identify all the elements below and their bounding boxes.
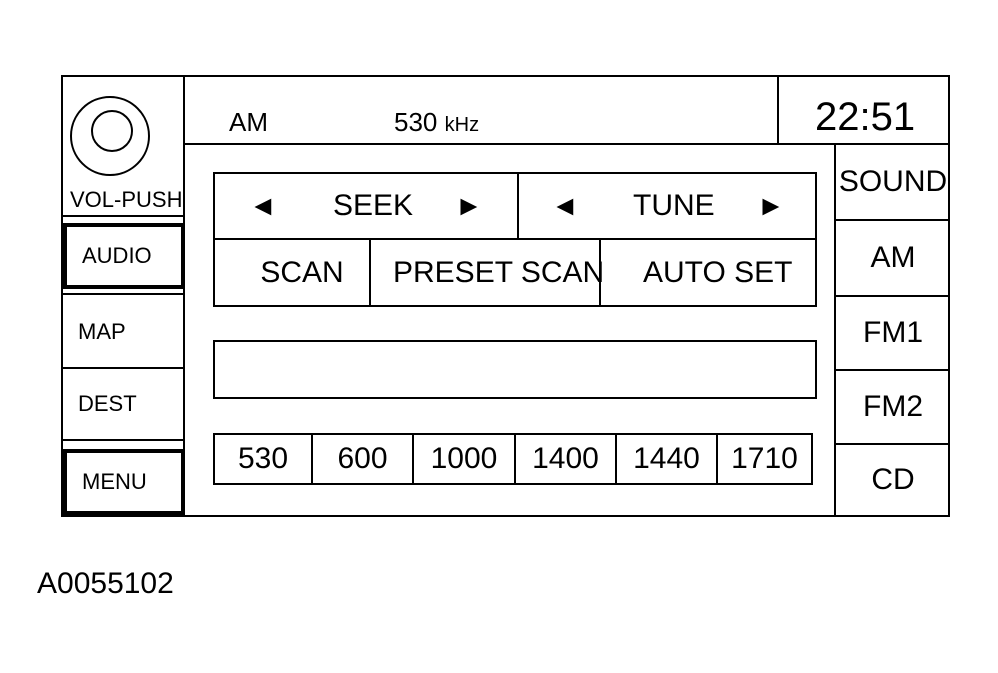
volume-knob[interactable] — [70, 96, 150, 176]
text-display — [213, 340, 817, 399]
preset-label: 1000 — [430, 442, 498, 475]
seek-right-arrow-icon: ► — [455, 190, 483, 221]
preset-scan-button[interactable]: PRESET SCAN — [371, 240, 605, 305]
tune-label: TUNE — [633, 189, 715, 222]
am-button[interactable]: AM — [836, 221, 950, 297]
divider — [517, 174, 519, 238]
frequency-readout: 530 kHz — [394, 107, 479, 138]
preset-label: 600 — [337, 442, 388, 475]
radio-unit: VOL-PUSH AUDIO MAP DEST MENU AM 530 kHz … — [61, 75, 950, 517]
scan-button[interactable]: SCAN — [215, 240, 371, 305]
fm2-button-label: FM2 — [863, 390, 923, 423]
am-button-label: AM — [870, 241, 916, 274]
dest-button[interactable]: DEST — [63, 369, 185, 439]
status-bar: AM 530 kHz 22:51 — [185, 77, 950, 145]
preset-bar: 530 600 1000 1400 1440 1710 — [213, 433, 813, 485]
fm1-button[interactable]: FM1 — [836, 297, 950, 371]
left-panel: VOL-PUSH AUDIO MAP DEST MENU — [63, 77, 185, 515]
seek-left-arrow-icon: ◄ — [249, 190, 277, 221]
map-button[interactable]: MAP — [63, 297, 185, 367]
cd-button-label: CD — [871, 463, 915, 496]
auto-set-button-label: AUTO SET — [643, 255, 793, 289]
fm2-button[interactable]: FM2 — [836, 371, 950, 445]
scan-row: SCAN PRESET SCAN AUTO SET — [215, 240, 815, 305]
tune-down-button[interactable]: ◄ — [551, 174, 579, 238]
map-button-label: MAP — [78, 319, 126, 344]
preset-button-4[interactable]: 1400 — [516, 435, 617, 483]
auto-set-button[interactable]: AUTO SET — [601, 240, 815, 305]
scan-button-label: SCAN — [260, 255, 344, 289]
preset-label: 530 — [237, 442, 289, 475]
tune-left-arrow-icon: ◄ — [551, 190, 579, 221]
vol-push-label: VOL-PUSH — [70, 187, 183, 212]
preset-button-2[interactable]: 600 — [313, 435, 414, 483]
tune-right-arrow-icon: ► — [757, 190, 785, 221]
seek-label: SEEK — [333, 189, 414, 222]
sound-button-label: SOUND — [838, 165, 948, 198]
divider — [63, 367, 185, 369]
volume-knob-inner — [91, 110, 133, 152]
tune-up-button[interactable]: ► — [757, 174, 785, 238]
divider — [63, 215, 185, 217]
seek-down-button[interactable]: ◄ — [249, 174, 277, 238]
right-panel: SOUND AM FM1 FM2 CD — [834, 145, 950, 515]
seek-tune-row: ◄ SEEK ► ◄ TUNE ► — [215, 174, 815, 240]
menu-button[interactable]: MENU — [63, 449, 185, 515]
clock: 22:51 — [815, 95, 916, 139]
preset-button-6[interactable]: 1710 — [718, 435, 811, 483]
audio-button[interactable]: AUDIO — [63, 223, 185, 289]
dest-button-label: DEST — [78, 391, 137, 416]
sound-button[interactable]: SOUND — [836, 145, 950, 221]
preset-scan-button-label: PRESET SCAN — [393, 255, 605, 289]
audio-button-label: AUDIO — [82, 243, 152, 268]
figure-caption: A0055102 — [37, 567, 174, 600]
divider — [63, 293, 185, 295]
preset-button-5[interactable]: 1440 — [617, 435, 718, 483]
frequency-value: 530 — [394, 107, 438, 137]
clock-box: 22:51 — [777, 77, 950, 143]
fm1-button-label: FM1 — [863, 316, 923, 349]
control-grid: ◄ SEEK ► ◄ TUNE ► SCAN PRESET SCAN AUTO — [213, 172, 817, 307]
preset-label: 1400 — [532, 442, 599, 475]
menu-button-label: MENU — [82, 469, 147, 494]
seek-up-button[interactable]: ► — [455, 174, 483, 238]
frequency-unit: kHz — [444, 114, 480, 136]
preset-button-1[interactable]: 530 — [215, 435, 313, 483]
cd-button[interactable]: CD — [836, 445, 950, 515]
preset-label: 1440 — [633, 442, 700, 475]
preset-button-3[interactable]: 1000 — [414, 435, 516, 483]
divider — [63, 439, 185, 441]
preset-label: 1710 — [731, 442, 798, 475]
band-indicator: AM — [229, 107, 268, 137]
